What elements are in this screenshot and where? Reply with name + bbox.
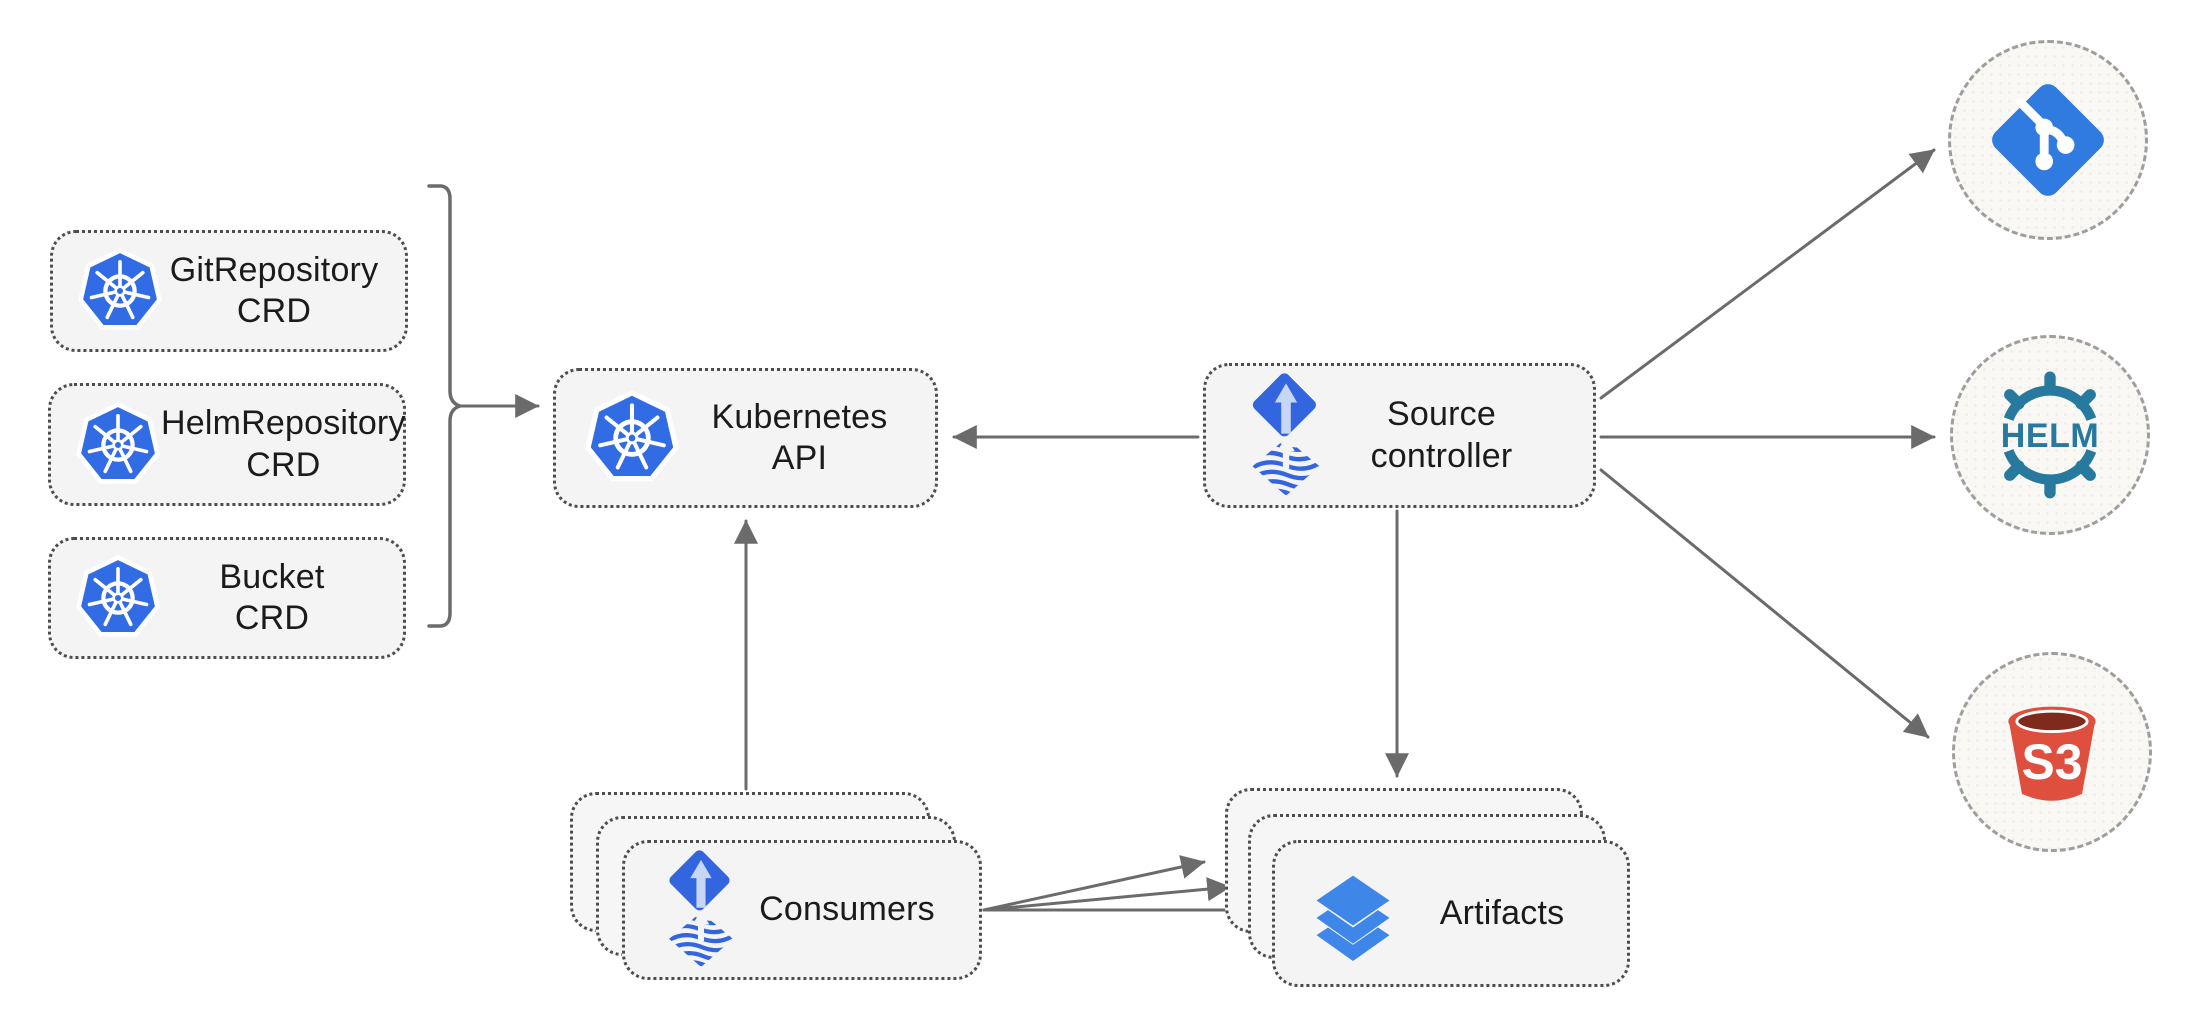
- kubernetes-icon: [75, 401, 161, 488]
- arrow-consumers-to-artifacts-2: [982, 877, 1232, 912]
- kubernetes-icon: [77, 248, 163, 334]
- kubernetes-icon: [75, 555, 161, 641]
- node-helmrepository-crd: HelmRepository CRD: [48, 383, 406, 506]
- label-line2: CRD: [236, 292, 312, 330]
- crd-group-bracket: [427, 184, 467, 628]
- node-bucket-crd: Bucket CRD: [48, 537, 406, 659]
- node-label: Artifacts: [1439, 893, 1565, 932]
- label-line2: CRD: [234, 599, 310, 637]
- node-gitrepository-crd: GitRepository CRD: [50, 230, 408, 352]
- layers-icon: [1305, 866, 1401, 962]
- node-label: HelmRepository CRD: [161, 403, 422, 486]
- external-s3: S3: [1952, 652, 2152, 852]
- arrow-source-to-s3: [1599, 468, 1930, 739]
- label-line1: Source: [1387, 395, 1496, 434]
- external-git: [1948, 40, 2148, 240]
- label-line1: GitRepository: [169, 250, 379, 289]
- node-label: Consumers: [759, 890, 935, 929]
- node-label: Kubernetes API: [711, 397, 888, 477]
- label-line2: CRD: [246, 445, 321, 484]
- node-label: GitRepository CRD: [163, 250, 405, 333]
- arrow-source-to-git: [1599, 148, 1936, 400]
- s3-logo-text: S3: [2022, 734, 2083, 790]
- node-consumers: Consumers: [622, 840, 982, 980]
- helm-logo-text: HELM: [2001, 417, 2100, 455]
- label-line1: Bucket: [219, 557, 325, 596]
- node-label: Source controller: [1326, 394, 1593, 477]
- node-artifacts: Artifacts: [1272, 840, 1630, 987]
- node-source-controller: Source controller: [1203, 363, 1596, 508]
- flux-icon: [663, 850, 739, 970]
- external-helm: HELM: [1950, 335, 2150, 535]
- node-label: Bucket CRD: [161, 557, 403, 640]
- helm-icon: HELM: [1982, 367, 2118, 503]
- label-line1: HelmRepository: [161, 404, 406, 443]
- label-line2: controller: [1370, 436, 1513, 475]
- s3-bucket-icon: S3: [1984, 684, 2120, 820]
- arrow-consumers-to-artifacts-1: [982, 855, 1206, 912]
- git-icon: [1985, 77, 2111, 203]
- kubernetes-icon: [584, 390, 680, 486]
- flux-icon: [1246, 372, 1326, 499]
- node-kubernetes-api: Kubernetes API: [553, 368, 938, 508]
